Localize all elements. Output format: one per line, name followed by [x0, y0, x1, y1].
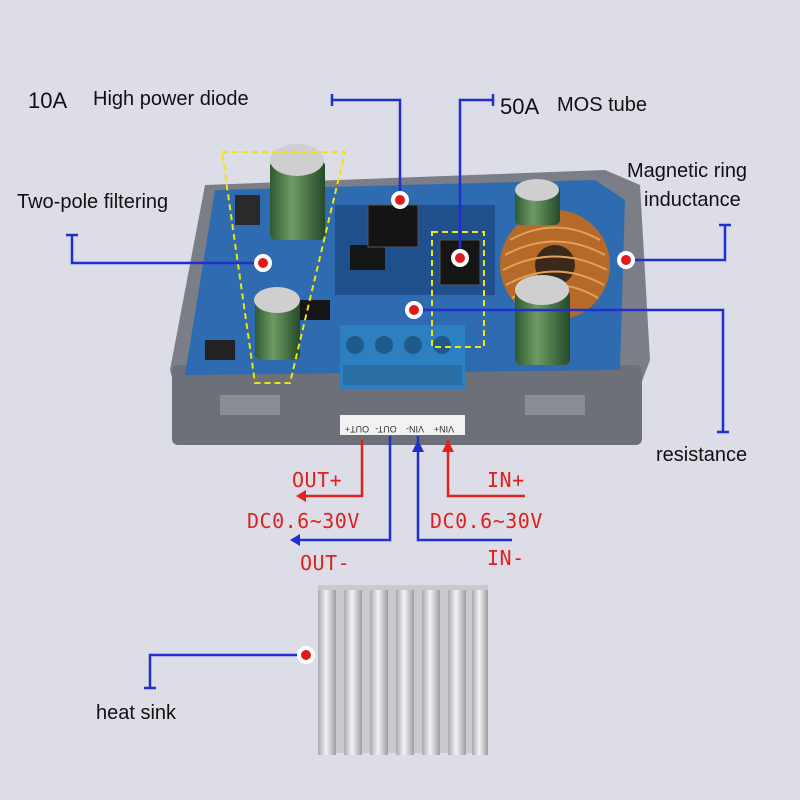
diode-rating: 10A [28, 88, 68, 113]
inductor-label-line1: Magnetic ring [627, 160, 748, 182]
heat-sink [318, 585, 488, 755]
mos-rating: 50A [500, 94, 540, 119]
leader-resistance [416, 308, 725, 432]
out-plus-label: OUT+ [292, 468, 343, 492]
terminal-lines [302, 440, 525, 498]
leader-inductor [628, 225, 727, 262]
leader-mos [458, 98, 493, 258]
silk-vin-minus: VIN- [406, 424, 424, 434]
diode-label: High power diode [93, 88, 249, 110]
power-diode [367, 204, 419, 248]
in-plus-label: IN+ [487, 468, 525, 492]
heat-sink-label: heat sink [96, 702, 177, 724]
leader-out-minus [296, 436, 392, 542]
silk-out-plus: OUT+ [345, 424, 369, 434]
in-minus-label: IN- [487, 546, 525, 570]
terminal-silk-strip [340, 415, 465, 435]
filter-label: Two-pole filtering [17, 191, 169, 213]
out-range-label: DC0.6~30V [247, 509, 360, 533]
inductor-label-line2: inductance [644, 189, 741, 211]
leader-diode [332, 98, 402, 200]
mos-label: MOS tube [557, 94, 648, 116]
highlight-box [220, 151, 485, 384]
leader-out-plus [302, 440, 364, 498]
leader-heat-sink [148, 653, 305, 688]
arrow-in-plus [442, 440, 454, 452]
marker-dots [254, 191, 635, 664]
in-range-label: DC0.6~30V [430, 509, 543, 533]
arrow-out-plus [296, 490, 306, 502]
terminal-block [340, 325, 465, 390]
leader-in-plus [446, 440, 525, 498]
resistance-label: resistance [656, 444, 748, 466]
arrow-in-minus [412, 440, 424, 452]
leader-in-minus [416, 436, 512, 542]
silk-out-minus: OUT- [375, 424, 397, 434]
leader-filter [70, 235, 263, 265]
leader-lines [66, 94, 731, 690]
arrow-out-minus [290, 534, 300, 546]
silk-vin-plus: VIN+ [434, 424, 454, 434]
out-minus-label: OUT- [300, 551, 351, 575]
